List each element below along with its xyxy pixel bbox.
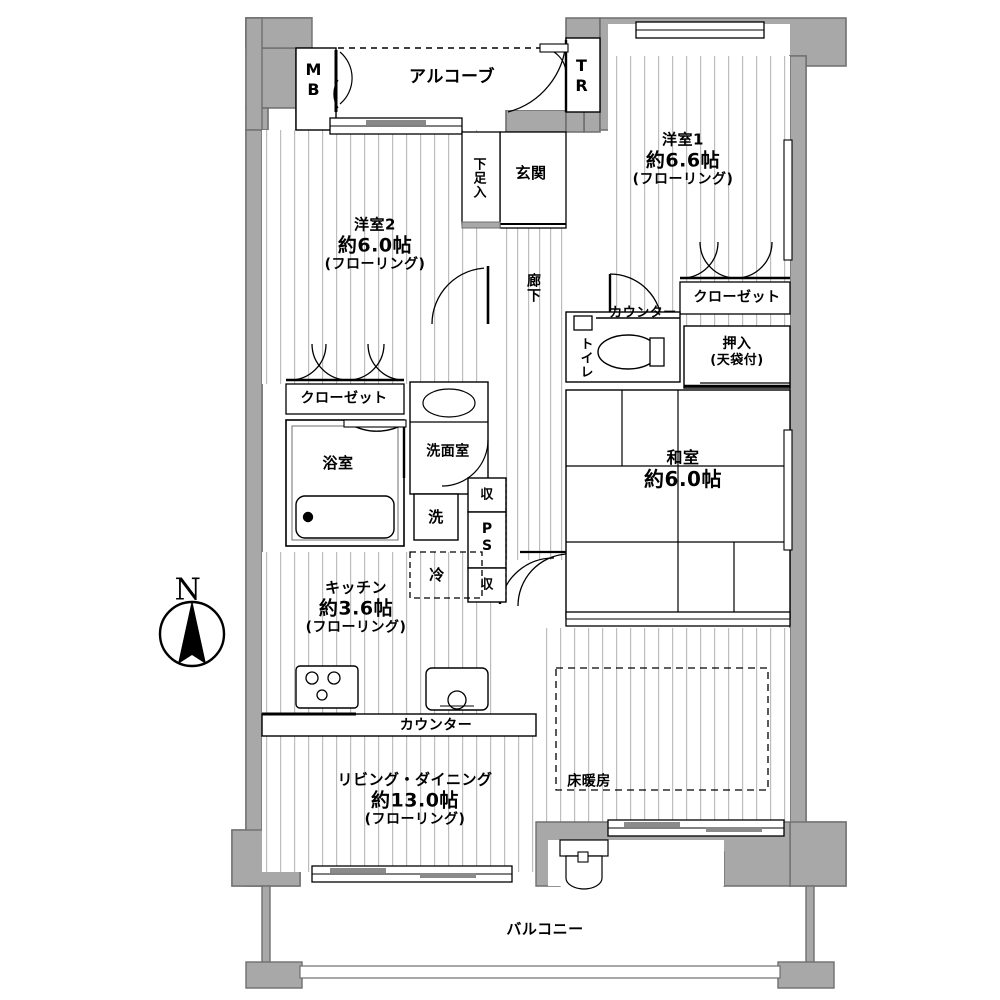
- area-label-washer: 洗: [428, 508, 444, 527]
- room-name: リビング・ダイニング: [337, 770, 493, 789]
- balcony: [245, 885, 835, 989]
- sliding-door-ld-south: [311, 865, 513, 883]
- room-label-washitsu: 和室 約6.0帖: [644, 447, 722, 491]
- bath-utility: [285, 381, 489, 547]
- room-material: (フローリング): [305, 619, 407, 636]
- oshiire: [683, 325, 791, 389]
- windows-east: [783, 139, 793, 551]
- room-name: 和室: [666, 447, 700, 467]
- room-name: 洋室2: [354, 215, 396, 234]
- room-material: (フローリング): [364, 811, 466, 828]
- area-label-closet-yoshitsu1: クローゼット: [693, 289, 781, 306]
- area-label-counter-kitchen: カウンター: [399, 717, 473, 734]
- washitsu-south-doors: [565, 611, 791, 627]
- area-label-closet-yoshitsu2: クローゼット: [300, 390, 388, 407]
- area-label-getabako: 下足入: [470, 157, 486, 199]
- area-label-counter-washitsu: カウンター: [609, 305, 677, 321]
- south-east-recess: [548, 839, 724, 890]
- room-floor-corridor: [500, 228, 566, 560]
- toilet-room: [565, 311, 681, 383]
- oshiire-main: 押入: [722, 336, 752, 353]
- area-label-mb: MB: [304, 60, 323, 100]
- area-label-alcove: アルコーブ: [409, 66, 495, 87]
- window-yoshitsu2-north: [329, 117, 463, 135]
- area-label-genkan: 玄関: [515, 164, 547, 183]
- room-area: 約6.6帖: [645, 149, 721, 172]
- area-label-storage-lower: 収: [480, 577, 494, 593]
- area-label-tr: TR: [572, 56, 591, 96]
- room-name: 洋室1: [662, 130, 704, 149]
- kitchen-fixtures: [261, 665, 537, 737]
- outer-wall-frame: [231, 17, 847, 887]
- room-area: 約6.0帖: [337, 234, 413, 257]
- closet-yoshitsu1: [679, 241, 791, 315]
- refrigerator-space: [409, 551, 483, 599]
- area-label-yokushitsu: 浴室: [322, 454, 354, 473]
- window-yoshitsu1-north: [635, 21, 765, 39]
- area-label-oshiire: 押入 (天袋付): [710, 336, 763, 368]
- room-floor-ld: [262, 720, 536, 872]
- oshiire-sub: (天袋付): [710, 352, 764, 368]
- area-label-toilet: トイレ: [577, 337, 593, 379]
- ps-shaft: [467, 477, 507, 603]
- area-label-ps: PS: [479, 521, 495, 555]
- room-material: (フローリング): [324, 256, 426, 273]
- room-label-yoshitsu2: 洋室2 約6.0帖 (フローリング): [324, 215, 426, 274]
- area-label-storage-upper: 収: [480, 487, 494, 503]
- room-floor-yoshitsu1: [608, 56, 790, 326]
- room-area: 約3.6帖: [318, 597, 394, 620]
- room-name: キッチン: [324, 578, 388, 597]
- room-label-kitchen: キッチン 約3.6帖 (フローリング): [305, 578, 407, 637]
- room-label-yoshitsu1: 洋室1 約6.6帖 (フローリング): [632, 130, 734, 189]
- genkan-zone: [461, 131, 567, 229]
- sliding-door-ld-southeast: [607, 819, 785, 837]
- area-label-fridge: 冷: [429, 566, 445, 585]
- area-label-corridor: 廊下: [525, 273, 541, 303]
- north-label: N: [174, 572, 202, 608]
- closet-yoshitsu2: [285, 343, 405, 415]
- room-material: (フローリング): [632, 171, 734, 188]
- alcove-zone: [295, 37, 601, 131]
- room-floor-yoshitsu2: [262, 130, 488, 384]
- area-label-balcony: バルコニー: [506, 920, 584, 939]
- area-label-floor-heating: 床暖房: [567, 773, 611, 790]
- floor-heating-zone: [555, 667, 769, 791]
- room-area: 約6.0帖: [644, 466, 722, 491]
- washitsu-tatami: [565, 389, 791, 619]
- room-area: 約13.0帖: [371, 789, 459, 812]
- room-label-ld: リビング・ダイニング 約13.0帖 (フローリング): [337, 770, 493, 829]
- north-arrow: [158, 600, 226, 668]
- area-label-senmenshitsu: 洗面室: [426, 443, 470, 460]
